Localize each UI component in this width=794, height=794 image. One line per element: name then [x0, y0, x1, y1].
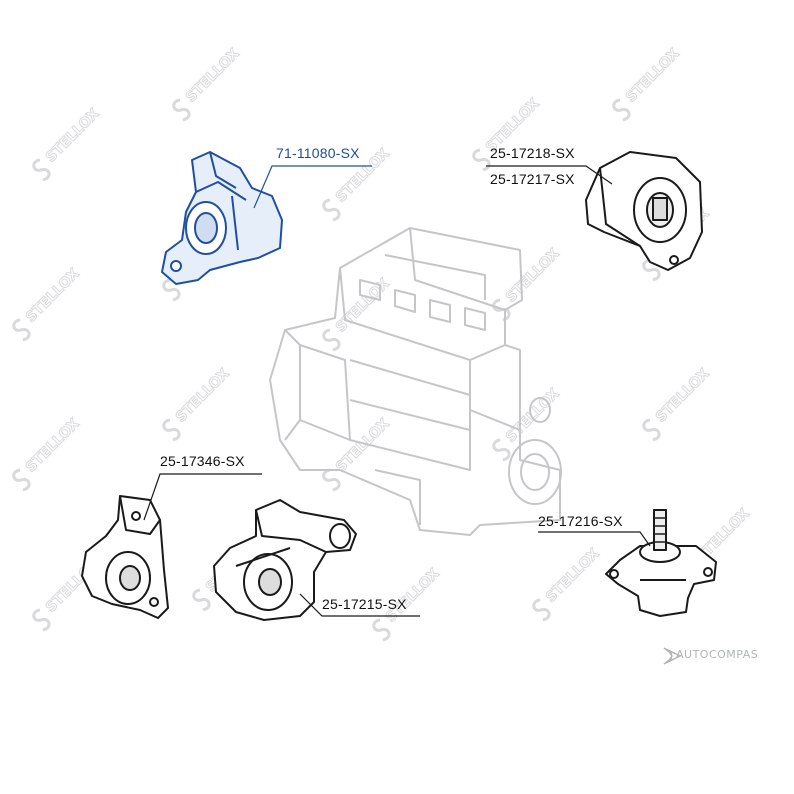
mount-25-17346: [81, 495, 169, 619]
part-label-25-17215: 25-17215-SX: [322, 596, 407, 612]
leader-25-17218: [486, 165, 613, 185]
leader-25-17346: [143, 473, 262, 521]
mount-25-17215: [213, 499, 357, 621]
leader-25-17215: [299, 593, 420, 617]
part-label-25-17216: 25-17216-SX: [538, 513, 623, 529]
brand-badge: AUTOCOMPAS: [676, 648, 759, 661]
leader-lines: [143, 165, 651, 617]
engine-block: [269, 227, 562, 536]
part-label-25-17218: 25-17218-SX: [490, 145, 575, 161]
leader-71-11080: [253, 165, 372, 209]
mount-25-17218: [585, 151, 703, 271]
part-label-71-11080: 71-11080-SX: [276, 145, 360, 161]
mount-25-17216: [605, 509, 717, 617]
mount-71-11080: [161, 151, 283, 285]
autocompas-logo-icon: [663, 647, 682, 665]
leader-25-17216: [538, 531, 651, 547]
part-label-25-17217: 25-17217-SX: [490, 171, 575, 187]
part-label-25-17346: 25-17346-SX: [160, 453, 245, 469]
